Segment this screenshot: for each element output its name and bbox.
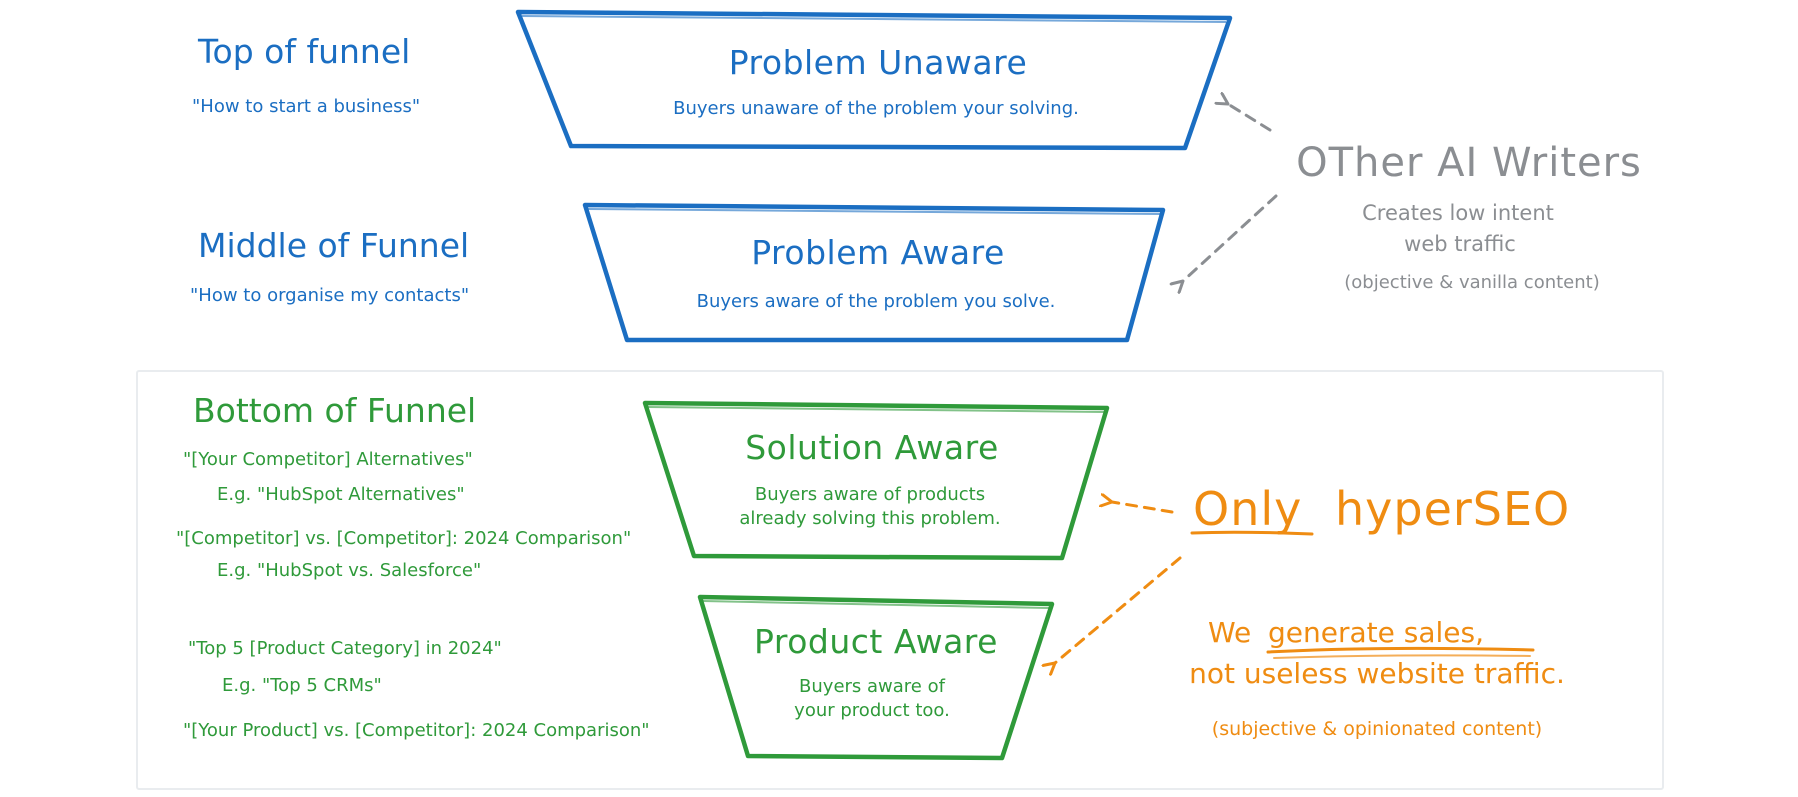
stage-desc-solution-aware-line1: Buyers aware of products xyxy=(754,484,986,505)
other-ai-writers-note: (objective & vanilla content) xyxy=(1344,272,1600,293)
arrow-to-problem-aware xyxy=(1183,194,1278,281)
stage-title-problem-aware: Problem Aware xyxy=(751,233,1005,272)
arrow-to-product-aware xyxy=(1055,556,1182,663)
top-of-funnel-example: "How to start a business" xyxy=(192,96,421,117)
stage-desc-problem-unaware: Buyers unaware of the problem your solvi… xyxy=(673,98,1079,119)
funnel-stage-solution-aware-shape xyxy=(642,400,1110,561)
stage-title-problem-unaware: Problem Unaware xyxy=(728,43,1028,82)
bottom-example-1: "[Your Competitor] Alternatives" xyxy=(183,449,473,470)
generate-sales-underline xyxy=(1266,646,1535,654)
bottom-example-2: "[Competitor] vs. [Competitor]: 2024 Com… xyxy=(176,528,632,549)
other-ai-writers-desc-line1: Creates low intent xyxy=(1362,201,1554,225)
hyperseo-title-brand: hyperSEO xyxy=(1335,482,1571,536)
stage-title-product-aware: Product Aware xyxy=(754,622,998,661)
funnel-stage-product-aware-shape xyxy=(697,594,1055,761)
funnel-stage-problem-aware-sketch xyxy=(587,208,1161,215)
funnel-stage-problem-unaware-shape xyxy=(515,9,1233,151)
bottom-of-funnel-region xyxy=(136,370,1664,790)
stage-desc-product-aware-line2: your product too. xyxy=(794,700,950,721)
other-ai-writers-title: OTher AI Writers xyxy=(1296,140,1642,186)
other-ai-writers-desc-line2: web traffic xyxy=(1404,232,1516,256)
middle-of-funnel-example: "How to organise my contacts" xyxy=(190,285,470,306)
bottom-example-3: "Top 5 [Product Category] in 2024" xyxy=(188,638,502,659)
generate-sales-underline-2 xyxy=(1273,654,1531,659)
bottom-example-3-eg: E.g. "Top 5 CRMs" xyxy=(222,675,382,696)
arrow-to-solution-aware xyxy=(1112,502,1174,514)
arrow-to-problem-unaware xyxy=(1228,104,1272,132)
funnel-stage-problem-unaware-sketch xyxy=(521,15,1227,23)
funnel-stage-problem-aware-shape xyxy=(582,202,1166,343)
hyperseo-tagline-prefix: We xyxy=(1208,616,1261,649)
bottom-example-2-eg: E.g. "HubSpot vs. Salesforce" xyxy=(217,560,482,581)
bottom-example-1-eg: E.g. "HubSpot Alternatives" xyxy=(217,484,465,505)
funnel-stage-solution-aware-sketch xyxy=(647,406,1105,413)
hyperseo-title-prefix: Only xyxy=(1193,482,1303,536)
stage-title-solution-aware: Solution Aware xyxy=(745,428,999,467)
hyperseo-tagline-line2: not useless website traffic. xyxy=(1189,657,1565,690)
middle-of-funnel-title: Middle of Funnel xyxy=(198,226,470,265)
stage-desc-problem-aware: Buyers aware of the problem you solve. xyxy=(696,291,1056,312)
top-of-funnel-title: Top of funnel xyxy=(198,32,411,71)
funnel-stage-product-aware-sketch xyxy=(702,600,1050,609)
bottom-of-funnel-title: Bottom of Funnel xyxy=(193,391,477,430)
only-underline xyxy=(1190,530,1314,536)
stage-desc-solution-aware-line2: already solving this problem. xyxy=(739,508,1001,529)
hyperseo-tagline-emphasis: generate sales, xyxy=(1268,616,1484,649)
hyperseo-note: (subjective & opinionated content) xyxy=(1211,718,1543,740)
bottom-example-4: "[Your Product] vs. [Competitor]: 2024 C… xyxy=(183,720,650,741)
stage-desc-product-aware-line1: Buyers aware of xyxy=(799,676,945,697)
